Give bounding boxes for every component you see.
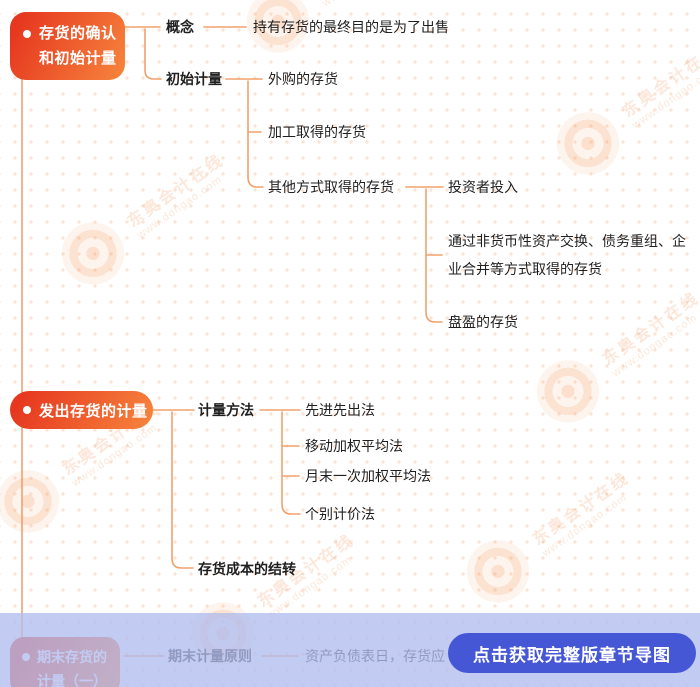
- bullet-icon: [23, 406, 31, 414]
- node-title: 发出存货的计量: [39, 402, 148, 420]
- text-moving-weighted-average: 移动加权平均法: [305, 438, 403, 454]
- connector: [144, 28, 162, 80]
- bullet-icon: [23, 30, 31, 38]
- label-initial-measurement: 初始计量: [166, 71, 222, 87]
- label-measurement-methods: 计量方法: [198, 402, 254, 418]
- connector: [171, 411, 194, 569]
- text-specific-identification: 个别计价法: [305, 506, 375, 522]
- connector: [247, 80, 264, 188]
- label-concept: 概念: [166, 19, 194, 35]
- connector: [425, 188, 443, 323]
- text-surplus-inventory: 盘盈的存货: [448, 314, 518, 330]
- text-processed-inventory: 加工取得的存货: [268, 124, 366, 140]
- node-title-line2: 和初始计量: [39, 50, 117, 67]
- text-investor-input: 投资者投入: [448, 179, 518, 195]
- node-title-line1: 存货的确认: [39, 25, 117, 42]
- text-month-end-weighted-average: 月末一次加权平均法: [305, 468, 431, 484]
- text-purchased-inventory: 外购的存货: [268, 71, 338, 87]
- label-cost-carryover: 存货成本的结转: [198, 561, 296, 577]
- text-concept-value: 持有存货的最终目的是为了出售: [253, 19, 449, 35]
- text-other-way-inventory: 其他方式取得的存货: [268, 179, 394, 195]
- text-nonmonetary-exchange: 通过非货币性资产交换、债务重组、企业合并等方式取得的存货: [448, 233, 686, 277]
- text-fifo: 先进先出法: [305, 402, 375, 418]
- connector: [281, 411, 301, 515]
- node-issued-inventory-measurement: 发出存货的计量: [10, 391, 153, 429]
- get-full-map-button[interactable]: 点击获取完整版章节导图: [448, 633, 696, 673]
- node-inventory-recognition: 存货的确认 和初始计量: [10, 12, 125, 80]
